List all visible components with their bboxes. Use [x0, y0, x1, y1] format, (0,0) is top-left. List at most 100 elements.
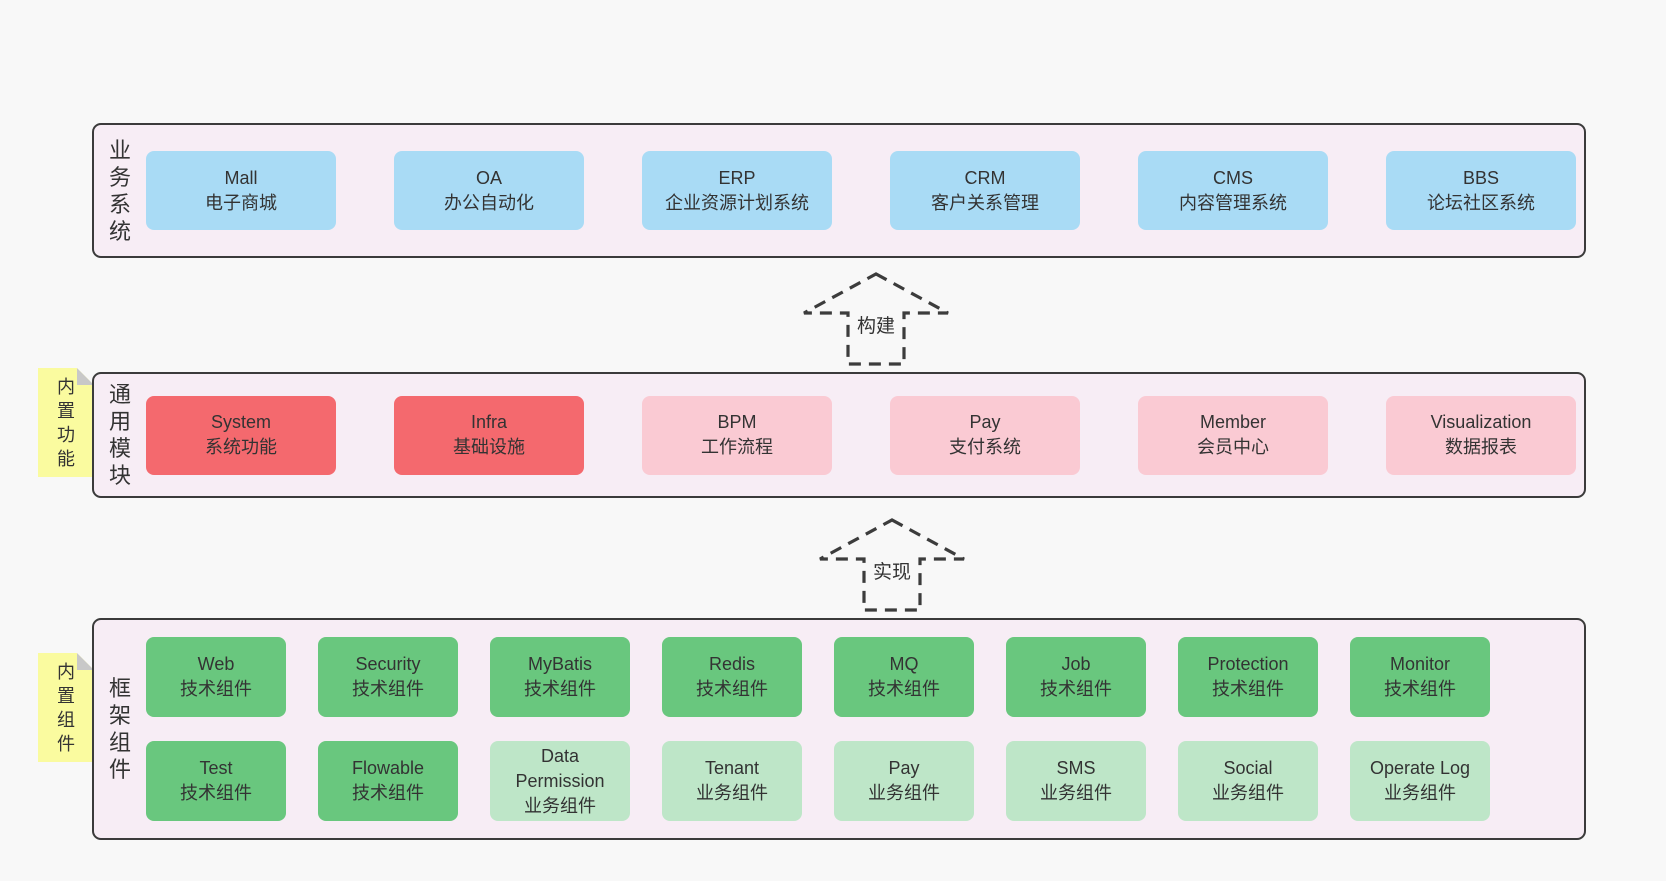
note-text: 内置组件: [57, 661, 75, 754]
box-title: System: [210, 412, 271, 432]
box-redis: Redis 技术组件: [662, 637, 802, 717]
box-title: Security: [355, 654, 421, 674]
box-subtitle: 技术组件: [1040, 679, 1112, 699]
box-subtitle: 企业资源计划系统: [665, 192, 809, 213]
box-erp: ERP 企业资源计划系统: [642, 151, 832, 230]
implement-arrow-label: 实现: [869, 561, 915, 585]
box-title: Member: [1199, 412, 1266, 432]
box-bpm: BPM 工作流程: [642, 395, 832, 475]
business-systems-panel: 业务系统 Mall 电子商城 OA 办公自动化 ERP 企业资源计划系统 CRM…: [92, 123, 1586, 258]
box-visualization: Visualization 数据报表: [1386, 395, 1576, 475]
box-title: Flowable: [351, 758, 425, 778]
box-title: MyBatis: [527, 654, 592, 674]
box-pay-component: Pay 业务组件: [834, 741, 974, 821]
up-arrow-icon: [803, 272, 949, 366]
box-subtitle: 电子商城: [205, 192, 277, 213]
box-web: Web 技术组件: [146, 637, 286, 717]
box-mall: Mall 电子商城: [146, 151, 336, 230]
box-title: BPM: [717, 412, 757, 432]
components-grid: Web 技术组件 Security 技术组件 MyBatis 技术组件 Redi…: [146, 637, 1584, 821]
box-mq: MQ 技术组件: [834, 637, 974, 717]
box-subtitle: 技术组件: [352, 679, 424, 699]
box-infra: Infra 基础设施: [394, 395, 584, 475]
box-title: Visualization: [1430, 412, 1532, 432]
box-subtitle: 基础设施: [453, 437, 525, 457]
box-oa: OA 办公自动化: [394, 151, 584, 230]
box-cms: CMS 内容管理系统: [1138, 151, 1328, 230]
box-subtitle: 技术组件: [352, 783, 424, 803]
box-subtitle: 工作流程: [701, 437, 773, 457]
box-pay-system: Pay 支付系统: [890, 395, 1080, 475]
box-flowable: Flowable 技术组件: [318, 741, 458, 821]
box-subtitle: 内容管理系统: [1179, 192, 1287, 213]
box-data-permission: Data Permission 业务组件: [490, 741, 630, 821]
box-subtitle: 业务组件: [524, 795, 596, 816]
box-mybatis: MyBatis 技术组件: [490, 637, 630, 717]
box-title: Pay: [888, 758, 920, 778]
box-title: Protection: [1207, 654, 1289, 674]
box-subtitle: 数据报表: [1445, 437, 1517, 457]
box-monitor: Monitor 技术组件: [1350, 637, 1490, 717]
box-title: Social: [1223, 758, 1273, 778]
box-subtitle: 技术组件: [180, 783, 252, 803]
box-protection: Protection 技术组件: [1178, 637, 1318, 717]
box-subtitle: 技术组件: [524, 679, 596, 699]
box-title: Infra: [470, 412, 508, 432]
box-title: Test: [199, 758, 233, 778]
box-subtitle: 业务组件: [1212, 783, 1284, 803]
box-test: Test 技术组件: [146, 741, 286, 821]
note-text: 内置功能: [57, 376, 75, 469]
box-subtitle: 办公自动化: [444, 192, 534, 213]
modules-panel-label: 通用模块: [108, 382, 131, 488]
box-title: Redis: [708, 654, 756, 674]
box-subtitle: 技术组件: [868, 679, 940, 699]
box-title: Pay: [969, 412, 1001, 432]
box-title: Job: [1061, 654, 1091, 674]
build-arrow: 构建: [800, 271, 952, 368]
box-subtitle: 业务组件: [696, 783, 768, 803]
box-social: Social 业务组件: [1178, 741, 1318, 821]
box-title: Mall: [224, 167, 258, 188]
box-subtitle: 业务组件: [1040, 783, 1112, 803]
box-member: Member 会员中心: [1138, 395, 1328, 475]
builtin-features-note: 内置功能: [38, 368, 94, 477]
box-title: Tenant: [704, 758, 760, 778]
box-title: CMS: [1213, 167, 1253, 188]
box-title: Data Permission: [515, 745, 605, 791]
box-system: System 系统功能: [146, 395, 336, 475]
business-panel-label: 业务系统: [108, 137, 131, 244]
box-title: OA: [475, 167, 502, 188]
builtin-components-note: 内置组件: [38, 653, 94, 762]
box-subtitle: 技术组件: [696, 679, 768, 699]
box-subtitle: 支付系统: [949, 437, 1021, 457]
components-panel-label: 框架组件: [108, 676, 131, 782]
implement-arrow: 实现: [816, 517, 968, 614]
box-subtitle: 会员中心: [1197, 437, 1269, 457]
box-tenant: Tenant 业务组件: [662, 741, 802, 821]
box-subtitle: 业务组件: [868, 783, 940, 803]
box-title: MQ: [889, 654, 919, 674]
box-subtitle: 系统功能: [205, 437, 277, 457]
box-title: Monitor: [1389, 654, 1451, 674]
box-subtitle: 客户关系管理: [931, 192, 1039, 213]
build-arrow-label: 构建: [853, 315, 899, 339]
box-title: CRM: [964, 167, 1006, 188]
box-title: BBS: [1462, 167, 1500, 188]
box-title: SMS: [1056, 758, 1096, 778]
box-crm: CRM 客户关系管理: [890, 151, 1080, 230]
box-title: ERP: [718, 167, 756, 188]
box-bbs: BBS 论坛社区系统: [1386, 151, 1576, 230]
box-sms: SMS 业务组件: [1006, 741, 1146, 821]
business-boxes-row: Mall 电子商城 OA 办公自动化 ERP 企业资源计划系统 CRM 客户关系…: [146, 151, 1584, 230]
box-subtitle: 技术组件: [1384, 679, 1456, 699]
box-operate-log: Operate Log 业务组件: [1350, 741, 1490, 821]
box-title: Web: [197, 654, 235, 674]
box-title: Operate Log: [1369, 758, 1471, 778]
box-subtitle: 业务组件: [1384, 783, 1456, 803]
up-arrow-icon: [819, 518, 965, 612]
common-modules-panel: 通用模块 System 系统功能 Infra 基础设施 BPM 工作流程 Pay…: [92, 372, 1586, 498]
box-job: Job 技术组件: [1006, 637, 1146, 717]
modules-boxes-row: System 系统功能 Infra 基础设施 BPM 工作流程 Pay 支付系统…: [146, 395, 1584, 475]
box-subtitle: 论坛社区系统: [1427, 192, 1535, 213]
